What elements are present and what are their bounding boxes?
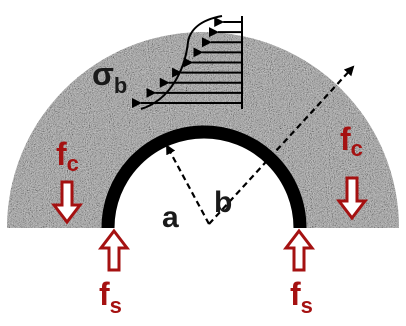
inner-radius-line [166,144,210,225]
fs-right-label: fs [290,276,313,318]
outer-radius-line [208,65,355,225]
fs-left-main: f [99,276,110,312]
stress-profile [131,15,243,110]
fs-left-sub: s [110,293,122,318]
fc-left-main: f [56,136,67,172]
fs-right-arrow-icon [282,228,316,272]
inner-radius-label: a [162,201,179,234]
fc-left-sub: c [67,151,79,176]
fs-left-label: fs [99,276,122,318]
liner-wall [101,125,307,229]
fc-right-label: fc [340,121,363,161]
sigma-subscript: b [114,73,127,98]
outer-radius-label: b [214,186,232,219]
fs-left-arrow-icon [97,228,131,272]
fs-right-sub: s [301,293,313,318]
stress-curve [140,15,223,110]
fc-left-arrow-icon [50,180,84,225]
fs-right-main: f [290,276,301,312]
fc-right-main: f [340,121,351,157]
fc-right-arrow-icon [335,176,369,221]
sigma-b-label: σb [92,56,127,98]
sigma-symbol: σ [92,56,114,92]
stress-arrows [131,17,242,108]
fc-right-sub: c [351,136,363,161]
fc-left-label: fc [56,136,79,176]
